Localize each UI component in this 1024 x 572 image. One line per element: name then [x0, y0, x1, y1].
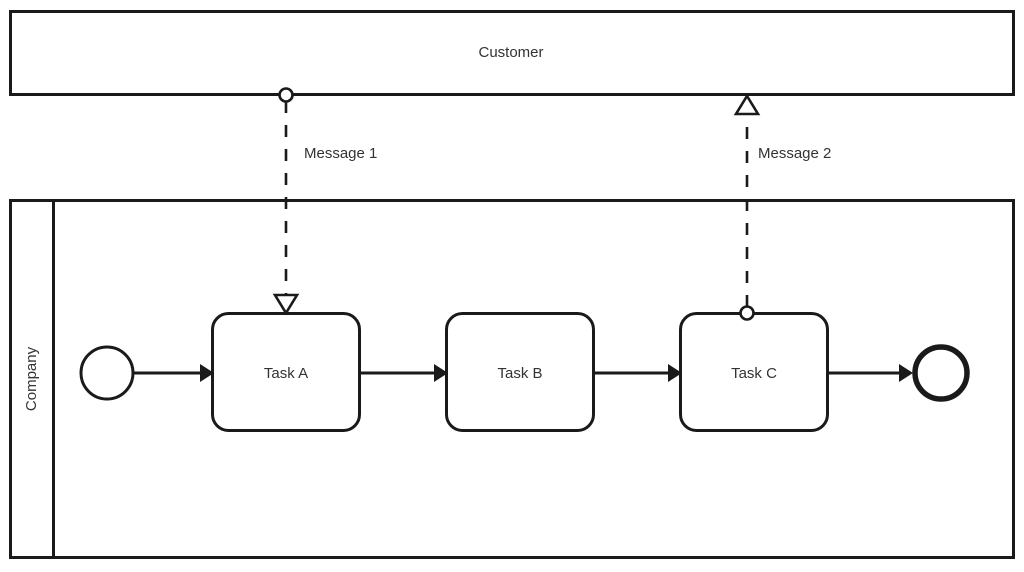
- message-flow-1[interactable]: Message 1: [272, 87, 377, 316]
- task-c[interactable]: Task C: [679, 312, 829, 432]
- task-b[interactable]: Task B: [445, 312, 595, 432]
- arrowhead-icon: [434, 364, 448, 382]
- sequence-flow-start-to-task-a[interactable]: [133, 364, 214, 382]
- task-b-rect[interactable]: [445, 312, 595, 432]
- message-hollow-arrowhead-icon: [272, 293, 300, 316]
- arrowhead-icon: [668, 364, 682, 382]
- start-event[interactable]: [79, 345, 135, 401]
- end-event-circle[interactable]: [912, 344, 970, 402]
- task-a-label: Task A: [264, 365, 308, 382]
- pool-company-label: Company: [23, 346, 40, 411]
- message-flow-2-label: Message 2: [758, 145, 831, 162]
- end-event[interactable]: [912, 344, 970, 402]
- pool-customer-label: Customer: [478, 44, 543, 61]
- message-source-circle-icon: [739, 305, 755, 321]
- task-a[interactable]: Task A: [211, 312, 361, 432]
- arrowhead-icon: [899, 364, 913, 382]
- sequence-flow-task-c-to-end[interactable]: [828, 364, 913, 382]
- sequence-flow-task-a-to-task-b[interactable]: [360, 364, 448, 382]
- message-hollow-arrowhead-icon: [733, 93, 761, 116]
- pool-customer[interactable]: Customer: [9, 10, 1015, 96]
- start-event-circle[interactable]: [79, 345, 135, 401]
- pool-customer-rect[interactable]: [9, 10, 1015, 96]
- message-source-circle-icon: [278, 87, 294, 103]
- message-flow-1-label: Message 1: [304, 145, 377, 162]
- message-flow-2[interactable]: Message 2: [733, 93, 831, 321]
- task-b-label: Task B: [497, 365, 542, 382]
- sequence-flow-task-b-to-task-c[interactable]: [594, 364, 682, 382]
- arrowhead-icon: [200, 364, 214, 382]
- task-c-label: Task C: [731, 365, 777, 382]
